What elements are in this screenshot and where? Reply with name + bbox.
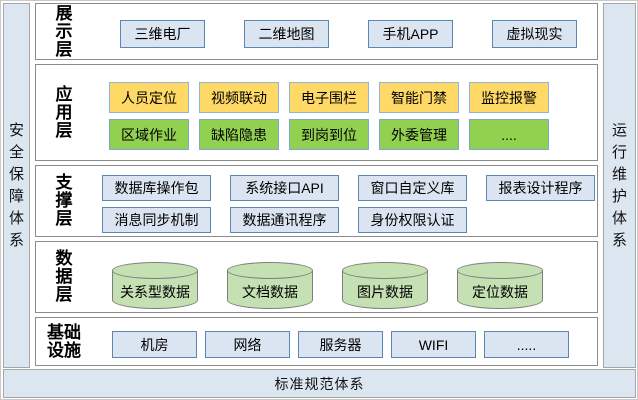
item-box: 三维电厂 — [120, 20, 205, 48]
left-pillar: 安全保障体系 — [3, 3, 30, 368]
layer-application-label-col: 应用层 — [36, 65, 92, 160]
database-cylinder: 图片数据 — [342, 262, 428, 309]
layer-application-label: 应用层 — [55, 84, 73, 140]
layer-data-content: 关系型数据 文档数据 图片数据 定位数据 — [92, 242, 597, 312]
layer-stack: 展示层 三维电厂 二维地图 手机APP 虚拟现实 应用层 人员定位视频联动电子围栏智能… — [35, 3, 598, 370]
item-box: 监控报警 — [469, 82, 549, 113]
layer-display-label: 展示层 — [55, 3, 73, 59]
layer-application-row-2: 区域作业缺陷隐患到岗到位外委管理.... — [109, 119, 597, 150]
item-box: 到岗到位 — [289, 119, 369, 150]
item-box: 服务器 — [298, 331, 383, 358]
layer-infrastructure-label-col: 基础设施 — [36, 318, 92, 365]
database-cylinder: 定位数据 — [457, 262, 543, 309]
item-box: ..... — [484, 331, 569, 358]
item-box: 身份权限认证 — [358, 207, 467, 233]
item-box: 系统接口API — [230, 175, 339, 201]
database-cylinder: 关系型数据 — [112, 262, 198, 309]
layer-infrastructure-row: 机房网络服务器 WIFI..... — [112, 331, 597, 358]
item-box: 网络 — [205, 331, 290, 358]
item-box: 机房 — [112, 331, 197, 358]
layer-application: 应用层 人员定位视频联动电子围栏智能门禁监控报警 区域作业缺陷隐患到岗到位外委管… — [35, 64, 598, 161]
database-cylinder-label: 定位数据 — [472, 284, 528, 300]
layer-data: 数据层 关系型数据 文档数据 图片数据 定位数据 — [35, 241, 598, 313]
layer-support-content: 数据库操作包系统接口API 窗口自定义库报表设计程序 消息同步机制数据通讯程序身份… — [92, 166, 597, 236]
right-pillar-label: 运行维护体系 — [611, 121, 627, 249]
layer-data-label-col: 数据层 — [36, 242, 92, 312]
right-pillar: 运行维护体系 — [603, 3, 636, 368]
item-box: 虚拟现实 — [492, 20, 577, 48]
item-box: 外委管理 — [379, 119, 459, 150]
layer-support-label-col: 支撑层 — [36, 166, 92, 236]
item-box: 区域作业 — [109, 119, 189, 150]
layer-support-row-1: 数据库操作包系统接口API 窗口自定义库报表设计程序 — [102, 175, 597, 201]
item-box: 电子围栏 — [289, 82, 369, 113]
layer-application-content: 人员定位视频联动电子围栏智能门禁监控报警 区域作业缺陷隐患到岗到位外委管理...… — [92, 65, 597, 160]
item-box: 数据通讯程序 — [230, 207, 339, 233]
layer-support-row-2: 消息同步机制数据通讯程序身份权限认证 — [102, 207, 597, 233]
item-box: .... — [469, 119, 549, 150]
database-cylinder: 文档数据 — [227, 262, 313, 309]
item-box: WIFI — [391, 331, 476, 358]
layer-infrastructure-content: 机房网络服务器 WIFI..... — [92, 318, 597, 365]
bottom-bar-label: 标准规范体系 — [274, 375, 365, 392]
layer-infrastructure-label: 基础设施 — [47, 322, 81, 360]
layer-data-row: 关系型数据 文档数据 图片数据 定位数据 — [112, 262, 597, 309]
item-box: 数据库操作包 — [102, 175, 211, 201]
database-cylinder-label: 图片数据 — [357, 284, 413, 300]
layer-data-label: 数据层 — [55, 249, 73, 304]
item-box: 缺陷隐患 — [199, 119, 279, 150]
database-cylinder-label: 文档数据 — [242, 284, 298, 300]
item-box: 报表设计程序 — [486, 175, 595, 201]
item-box: 视频联动 — [199, 82, 279, 113]
layer-infrastructure: 基础设施 机房网络服务器 WIFI..... — [35, 317, 598, 366]
item-box: 二维地图 — [244, 20, 329, 48]
layer-display-label-col: 展示层 — [36, 4, 92, 59]
layer-support-label: 支撑层 — [55, 173, 73, 228]
layer-display-row: 三维电厂 二维地图 手机APP 虚拟现实 — [120, 20, 597, 48]
bottom-bar: 标准规范体系 — [3, 369, 636, 398]
item-box: 消息同步机制 — [102, 207, 211, 233]
item-box: 智能门禁 — [379, 82, 459, 113]
layer-display-content: 三维电厂 二维地图 手机APP 虚拟现实 — [92, 4, 597, 59]
left-pillar-label: 安全保障体系 — [8, 121, 24, 249]
item-box: 手机APP — [368, 20, 453, 48]
layer-display: 展示层 三维电厂 二维地图 手机APP 虚拟现实 — [35, 3, 598, 60]
item-box: 窗口自定义库 — [358, 175, 467, 201]
layer-application-row-1: 人员定位视频联动电子围栏智能门禁监控报警 — [109, 82, 597, 113]
layer-support: 支撑层 数据库操作包系统接口API 窗口自定义库报表设计程序 消息同步机制数据通讯… — [35, 165, 598, 237]
item-box: 人员定位 — [109, 82, 189, 113]
database-cylinder-label: 关系型数据 — [120, 284, 190, 300]
